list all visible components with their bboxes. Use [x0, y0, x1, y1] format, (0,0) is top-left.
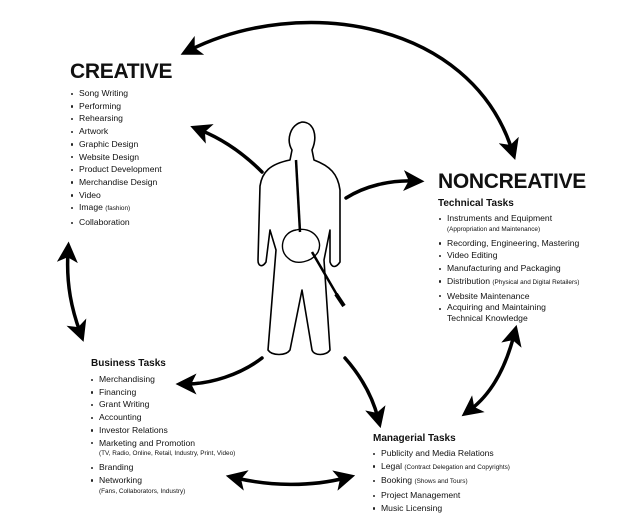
list-item: Video Editing	[438, 249, 579, 262]
list-item: Merchandise Design	[70, 176, 162, 189]
list-item: Manufacturing and Packaging	[438, 262, 579, 275]
list-item: Distribution (Physical and Digital Retai…	[438, 275, 579, 290]
creative-heading: CREATIVE	[70, 60, 173, 83]
list-item: Song Writing	[70, 87, 162, 100]
creative-list: Song Writing Performing Rehearsing Artwo…	[70, 87, 162, 229]
list-item: Merchandising	[90, 373, 235, 386]
guitarist-figure-icon	[257, 121, 346, 356]
business-tasks-heading: Business Tasks	[91, 358, 166, 369]
list-item: Investor Relations	[90, 424, 235, 437]
list-item: Product Development	[70, 163, 162, 176]
list-item: Networking(Fans, Collaborators, Industry…	[90, 474, 235, 496]
list-item: Recording, Engineering, Mastering	[438, 237, 579, 250]
list-item: Video	[70, 189, 162, 202]
arrow-to-managerial	[343, 356, 386, 429]
list-item: Project Management	[372, 489, 510, 502]
list-item: Branding	[90, 461, 235, 474]
arrow-technical-managerial	[461, 324, 522, 417]
list-item: Financing	[90, 386, 235, 399]
list-item: Music Licensing	[372, 502, 510, 515]
list-item: Marketing and Promotion(TV, Radio, Onlin…	[90, 437, 235, 459]
list-item: Rehearsing	[70, 112, 162, 125]
arrow-to-creative	[190, 124, 264, 174]
list-item: Performing	[70, 100, 162, 113]
list-item: Website Maintenance	[438, 290, 579, 303]
list-item: Grant Writing	[90, 398, 235, 411]
managerial-tasks-heading: Managerial Tasks	[373, 433, 456, 444]
arrow-to-business	[175, 356, 264, 395]
business-list: Merchandising Financing Grant Writing Ac…	[90, 373, 235, 499]
arrow-to-noncreative	[344, 170, 425, 200]
list-item: Collaboration	[70, 216, 162, 229]
arrow-business-managerial	[225, 470, 356, 491]
list-item: Accounting	[90, 411, 235, 424]
noncreative-heading: NONCREATIVE	[438, 170, 586, 193]
list-item: Artwork	[70, 125, 162, 138]
list-item: Legal (Contract Delegation and Copyright…	[372, 460, 510, 475]
list-item: Publicity and Media Relations	[372, 447, 510, 460]
arrow-creative-noncreative-cycle	[180, 20, 519, 160]
arrow-creative-business	[56, 241, 87, 342]
list-item: Booking (Shows and Tours)	[372, 474, 510, 489]
list-item: Website Design	[70, 151, 162, 164]
list-item: Graphic Design	[70, 138, 162, 151]
list-item: Image (fashion)	[70, 201, 162, 216]
technical-list: Instruments and Equipment(Appropriation …	[438, 212, 579, 324]
technical-tasks-heading: Technical Tasks	[438, 198, 514, 209]
managerial-list: Publicity and Media Relations Legal (Con…	[372, 447, 510, 515]
list-item: Instruments and Equipment(Appropriation …	[438, 212, 579, 234]
